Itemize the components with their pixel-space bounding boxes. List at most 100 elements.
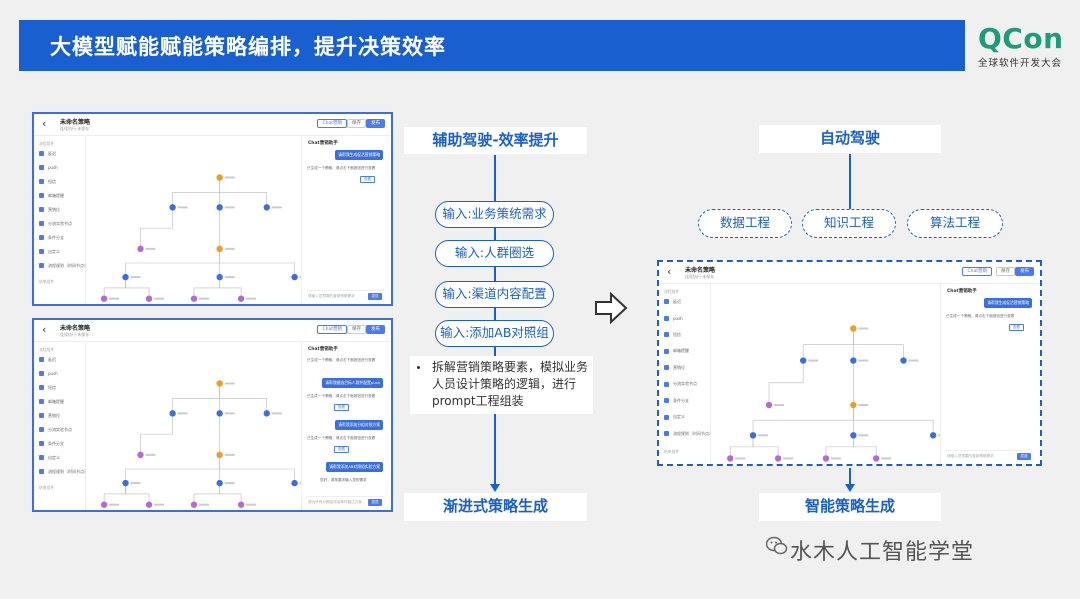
sidebar-item[interactable]: push: [664, 314, 683, 323]
publish-button[interactable]: 发布: [366, 325, 385, 334]
flow-node[interactable]: [137, 451, 144, 459]
flow-node[interactable]: [749, 432, 757, 439]
sidebar-item[interactable]: 营销位: [664, 363, 685, 372]
chat-marketing-button[interactable]: Chat营销: [317, 325, 347, 334]
flow-node[interactable]: [727, 455, 734, 462]
flow-node[interactable]: [145, 501, 153, 508]
chat-view-button[interactable]: 查看: [334, 446, 349, 453]
flow-node[interactable]: [190, 295, 198, 302]
sidebar-item[interactable]: 条件分支: [39, 233, 64, 242]
chat-marketing-button[interactable]: Chat营销: [962, 267, 992, 276]
flow-node[interactable]: [216, 479, 223, 487]
chat-input-field[interactable]: 请输入您想要的营销策略需求: [947, 454, 994, 458]
sidebar-item[interactable]: 营销位: [39, 411, 60, 420]
flow-node[interactable]: [100, 295, 108, 302]
flow-node[interactable]: [216, 273, 223, 281]
wechat-icon: [766, 536, 788, 555]
flow-node[interactable]: [850, 325, 857, 332]
sidebar-item[interactable]: 营销位: [39, 205, 60, 214]
sidebar-item[interactable]: 短信: [39, 177, 56, 186]
flow-node[interactable]: [263, 410, 270, 417]
flow-node[interactable]: [216, 204, 223, 211]
flow-node-caption: [774, 404, 784, 407]
sidebar-item[interactable]: 流程规则（时间节点）: [664, 429, 713, 438]
sidebar-item[interactable]: 条件分支: [39, 439, 64, 448]
chat-input-bar[interactable]: 请输入您想要的营销策略需求 发送: [306, 290, 384, 300]
flow-node-caption: [299, 482, 301, 485]
progressive-generation-label: 渐进式策略生成: [404, 493, 587, 521]
chat-input-field[interactable]: 请输入您想要的营销策略需求: [308, 294, 355, 298]
flow-node[interactable]: [291, 273, 298, 281]
chat-view-button[interactable]: 查看: [334, 404, 349, 411]
flow-node[interactable]: [237, 501, 245, 508]
flow-node[interactable]: [900, 357, 907, 364]
flow-node-caption: [224, 276, 235, 279]
flow-node[interactable]: [137, 245, 144, 253]
sidebar-item[interactable]: 分流实验节点: [39, 219, 72, 228]
sidebar-item[interactable]: push: [39, 163, 58, 172]
flow-node[interactable]: [190, 501, 198, 508]
intelligent-generation-label: 智能策略生成: [759, 493, 941, 521]
flow-node[interactable]: [850, 401, 857, 409]
flow-node[interactable]: [822, 455, 830, 462]
sidebar-item[interactable]: 短信: [39, 383, 56, 392]
chat-input-field[interactable]: 请为所有对照组添加邮件触达方案: [308, 500, 362, 504]
sidebar-item[interactable]: 分流实验节点: [39, 425, 72, 434]
back-arrow-icon[interactable]: ‹: [42, 117, 47, 130]
flow-node[interactable]: [263, 204, 270, 211]
sidebar-item[interactable]: 短信: [664, 330, 681, 339]
flow-node[interactable]: [145, 295, 153, 302]
publish-button[interactable]: 发布: [1015, 267, 1034, 276]
flow-node[interactable]: [800, 357, 807, 364]
sidebar-section-head: 流程组件: [39, 139, 54, 148]
save-button[interactable]: 保存: [347, 119, 366, 128]
save-button[interactable]: 保存: [996, 267, 1015, 276]
sidebar-item[interactable]: 延迟: [39, 355, 56, 364]
flow-node[interactable]: [122, 273, 129, 281]
sidebar-item[interactable]: 流程规则（时间节点）: [39, 467, 88, 476]
sidebar-item[interactable]: 延迟: [39, 149, 56, 158]
back-arrow-icon[interactable]: ‹: [667, 265, 672, 278]
flow-node[interactable]: [765, 401, 773, 409]
flow-node[interactable]: [291, 479, 298, 487]
sidebar-item[interactable]: 邮箱提醒: [664, 347, 689, 356]
flow-node[interactable]: [169, 410, 176, 417]
flow-node[interactable]: [122, 479, 129, 487]
component-icon: [664, 398, 669, 403]
sidebar-item[interactable]: push: [39, 369, 58, 378]
publish-button[interactable]: 发布: [366, 119, 385, 128]
flow-node[interactable]: [216, 174, 223, 181]
sidebar-item[interactable]: 流程规则（时间节点）: [39, 261, 88, 270]
save-button[interactable]: 保存: [347, 325, 366, 334]
chat-send-button[interactable]: 发送: [368, 293, 382, 300]
sidebar-item[interactable]: 自定义: [39, 247, 60, 256]
flow-node[interactable]: [169, 204, 176, 211]
flow-node[interactable]: [929, 432, 937, 439]
flow-node[interactable]: [237, 295, 245, 302]
flow-node[interactable]: [100, 501, 108, 508]
chat-view-button[interactable]: 查看: [360, 176, 375, 183]
flow-node[interactable]: [216, 451, 223, 459]
flow-node[interactable]: [774, 455, 782, 462]
sidebar-item[interactable]: 邮箱提醒: [39, 191, 64, 200]
flow-node[interactable]: [872, 455, 880, 462]
flow-node-caption: [177, 206, 188, 209]
chat-send-button[interactable]: 发送: [1017, 453, 1031, 460]
back-arrow-icon[interactable]: ‹: [42, 323, 47, 336]
flow-node[interactable]: [216, 245, 223, 253]
sidebar-item[interactable]: 分流实验节点: [664, 380, 697, 389]
flow-node[interactable]: [850, 357, 857, 364]
sidebar-item[interactable]: 自定义: [39, 453, 60, 462]
chat-marketing-button[interactable]: Chat营销: [317, 119, 347, 128]
sidebar-item[interactable]: 邮箱提醒: [39, 397, 64, 406]
flow-node[interactable]: [216, 380, 223, 387]
chat-send-button[interactable]: 发送: [368, 499, 382, 506]
flow-node[interactable]: [850, 432, 857, 439]
sidebar-item[interactable]: 自定义: [664, 413, 685, 422]
chat-view-button[interactable]: 查看: [1009, 324, 1024, 331]
chat-input-bar[interactable]: 请为所有对照组添加邮件触达方案 发送: [306, 496, 384, 506]
sidebar-item[interactable]: 条件分支: [664, 396, 689, 405]
flow-node[interactable]: [216, 410, 223, 417]
chat-input-bar[interactable]: 请输入您想要的营销策略需求 发送: [945, 450, 1033, 460]
sidebar-item[interactable]: 延迟: [664, 297, 681, 306]
